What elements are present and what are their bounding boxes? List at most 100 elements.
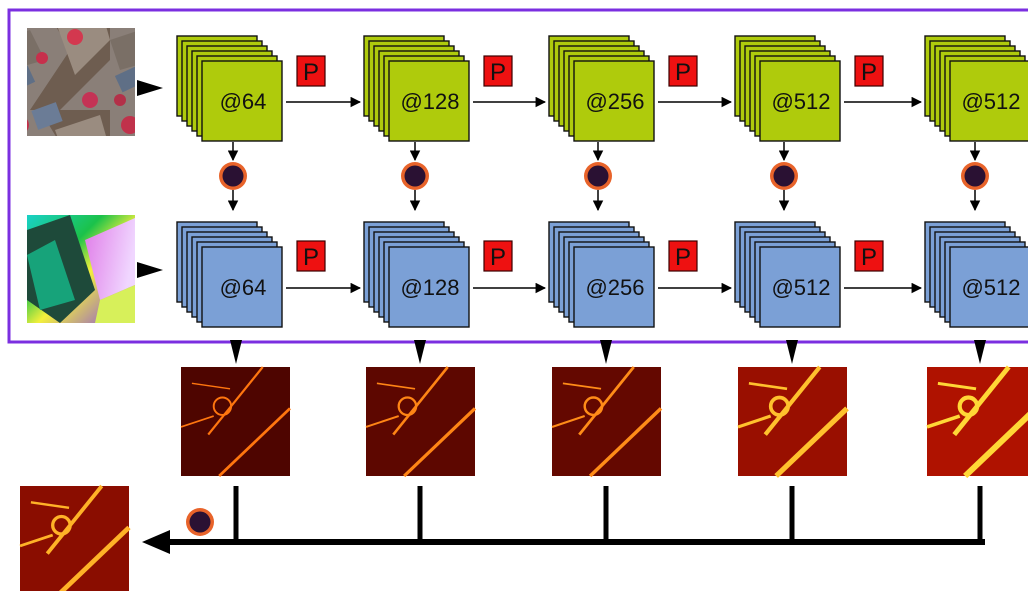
- depth-stage-3: @256: [548, 221, 655, 328]
- depth-stage-5: @512: [924, 221, 1028, 328]
- pool-box-icon: P: [668, 240, 698, 272]
- side-output-arrow: [414, 340, 426, 364]
- edge-loop: [957, 395, 980, 418]
- rgb-stage-3-front: [573, 60, 655, 142]
- edge-line: [963, 411, 1028, 479]
- pool-label: P: [303, 244, 319, 271]
- pool-box: [483, 240, 513, 272]
- edge-line: [191, 382, 231, 390]
- depth-stage-1: @64: [176, 221, 283, 328]
- edge-line: [30, 501, 70, 509]
- rgb-input-image: [27, 28, 135, 136]
- edge-line: [58, 525, 131, 591]
- aggregation-arrowhead: [142, 530, 170, 554]
- fusion-bar-v: [594, 167, 602, 185]
- side-output-heatmap-4: [737, 365, 849, 478]
- stage-channel-label: @64: [220, 275, 267, 300]
- depth-stage-2-front: [388, 246, 470, 328]
- pool-box-icon: P: [854, 55, 884, 87]
- pool-label: P: [861, 59, 877, 86]
- stage-channel-label: @128: [400, 275, 459, 300]
- rgb-stage-1-front: [201, 60, 283, 142]
- fusion-plus-icon: [219, 162, 247, 190]
- rgb-stage-5-front: [949, 60, 1028, 142]
- fusion-plus-icon: [584, 162, 612, 190]
- final-output-heatmap: [19, 484, 131, 591]
- depth-stage-3-front: [573, 246, 655, 328]
- rgb-stage-3: @256: [548, 35, 655, 142]
- edge-line: [207, 366, 264, 436]
- depth-input-image: [27, 215, 135, 323]
- stage-channel-label: @512: [771, 89, 830, 114]
- rgb-stage-4: @512: [734, 35, 841, 142]
- rgb-stage-5: @512: [924, 35, 1028, 142]
- side-output-arrow: [974, 340, 986, 364]
- branch-frame: [7, 8, 1028, 344]
- pool-label: P: [675, 59, 691, 86]
- pool-box: [296, 55, 326, 87]
- edge-line: [588, 407, 663, 478]
- stage-channel-label: @512: [961, 89, 1020, 114]
- edge-line: [763, 365, 822, 436]
- pool-box-icon: P: [854, 240, 884, 272]
- depth-stage-4-front: [759, 246, 841, 328]
- edge-line: [376, 382, 416, 390]
- pool-box: [854, 240, 884, 272]
- side-output-heatmap-1: [180, 366, 291, 477]
- side-output-heatmap-5: [926, 365, 1028, 479]
- pool-box: [668, 240, 698, 272]
- fusion-plus-icon: [770, 162, 798, 190]
- pool-box: [296, 240, 326, 272]
- fusion-plus-icon: [186, 508, 214, 536]
- side-output-arrow: [786, 340, 798, 364]
- stage-channel-label: @512: [771, 275, 830, 300]
- pool-box-icon: P: [668, 55, 698, 87]
- pool-label: P: [490, 244, 506, 271]
- rgb-stage-1: @64: [176, 35, 283, 142]
- rgb-stage-4-front: [759, 60, 841, 142]
- stage-channel-label: @64: [220, 89, 267, 114]
- edge-line: [774, 406, 849, 478]
- edge-loop: [583, 396, 604, 417]
- rgb-stage-2: @128: [363, 35, 470, 142]
- fusion-plus-icon: [401, 162, 429, 190]
- edge-line: [926, 414, 961, 429]
- pool-label: P: [861, 244, 877, 271]
- fusion-plus-icon: [961, 162, 989, 190]
- edge-loop: [212, 396, 233, 416]
- depth-stage-4: @512: [734, 221, 841, 328]
- edge-line: [180, 415, 214, 428]
- edge-loop: [51, 514, 72, 536]
- pool-box: [668, 55, 698, 87]
- edge-line: [392, 366, 449, 436]
- side-output-arrow: [230, 340, 242, 364]
- input-arrow: [137, 80, 163, 96]
- fusion-bar-v: [971, 167, 979, 185]
- edge-line: [365, 415, 400, 428]
- edge-line: [19, 533, 54, 548]
- edge-line: [562, 382, 602, 390]
- stage-channel-label: @256: [585, 89, 644, 114]
- fusion-bar-v: [411, 167, 419, 185]
- side-output-arrow: [600, 340, 612, 364]
- pool-box-icon: P: [483, 240, 513, 272]
- depth-stage-1-front: [201, 246, 283, 328]
- pool-box-icon: P: [296, 240, 326, 272]
- stage-channel-label: @512: [961, 275, 1020, 300]
- pool-label: P: [675, 244, 691, 271]
- edge-loop: [768, 395, 790, 417]
- edge-line: [937, 381, 977, 391]
- stage-channel-label: @128: [400, 89, 459, 114]
- depth-stage-2: @128: [363, 221, 470, 328]
- side-output-heatmap-2: [365, 366, 477, 478]
- edge-line: [578, 366, 635, 436]
- edge-line: [218, 407, 291, 477]
- edge-line: [45, 484, 104, 555]
- pool-box: [854, 55, 884, 87]
- side-output-heatmap-3: [551, 366, 663, 478]
- pool-label: P: [490, 59, 506, 86]
- depth-stage-5-front: [949, 246, 1028, 328]
- rgb-stage-2-front: [388, 60, 470, 142]
- stage-channel-label: @256: [585, 275, 644, 300]
